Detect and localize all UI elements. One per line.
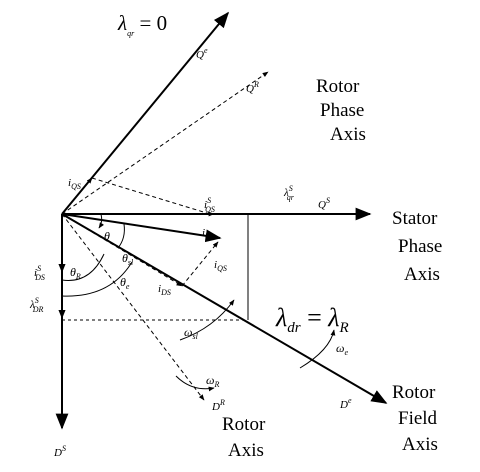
dr-label: DR xyxy=(211,398,225,413)
svg-text:Axis: Axis xyxy=(330,124,366,145)
qe-axis-line xyxy=(61,11,230,215)
svg-text:Phase: Phase xyxy=(398,236,442,257)
stator-phase-axis-title: Stator Phase Axis xyxy=(392,208,442,285)
dr-axis-line xyxy=(61,213,205,401)
omega-sl-label: ωsl xyxy=(184,325,199,341)
ids-projection-line xyxy=(61,213,183,287)
rotor-phase-axis-title: Rotor Phase Axis xyxy=(316,76,366,145)
iqs-right-label: iQS xyxy=(214,259,227,273)
svg-text:Stator: Stator xyxy=(392,208,438,229)
de-label: De xyxy=(339,396,352,411)
lambda-dr-equation: λdr = λR xyxy=(275,303,349,336)
qs-label: QS xyxy=(318,196,330,211)
omega-r-label: ωR xyxy=(206,373,219,389)
svg-text:Rotor: Rotor xyxy=(222,414,266,435)
svg-text:Rotor: Rotor xyxy=(316,76,360,97)
theta-e-label: θe xyxy=(120,275,130,291)
ds-label: DS xyxy=(53,444,66,459)
omega-sl-arc xyxy=(179,299,235,341)
theta-r-arc xyxy=(61,253,105,281)
theta-e-arc xyxy=(61,261,133,297)
qr-axis-line xyxy=(61,71,269,215)
iqs-to-qs-dashed xyxy=(91,177,211,215)
svg-text:Axis: Axis xyxy=(404,264,440,285)
theta-arc xyxy=(98,213,104,229)
svg-text:Axis: Axis xyxy=(402,434,438,455)
rotor-axis-title: Rotor Axis xyxy=(222,414,266,461)
iqs-left-label: iQS xyxy=(68,177,81,191)
qr-label: QR xyxy=(246,80,259,95)
omega-r-arc xyxy=(175,375,215,392)
theta-sl-arc xyxy=(117,223,125,249)
is-vector-line xyxy=(61,213,222,243)
theta-sl-label: θsl xyxy=(122,251,134,267)
omega-e-arc xyxy=(299,329,336,369)
lambda-qr-equation: λqr = 0 xyxy=(117,11,167,38)
rotor-field-axis-title: Rotor Field Axis xyxy=(392,382,438,455)
de-axis-line xyxy=(61,213,388,404)
svg-text:Rotor: Rotor xyxy=(392,382,436,403)
svg-text:Phase: Phase xyxy=(320,100,364,121)
is-label: iS xyxy=(202,227,209,241)
qe-label: Qe xyxy=(196,46,208,61)
omega-e-label: ωe xyxy=(336,341,348,357)
theta-label: θ xyxy=(104,229,110,243)
ids-label: iDS xyxy=(158,283,171,297)
svg-text:Axis: Axis xyxy=(228,440,264,461)
theta-r-label: θR xyxy=(70,265,81,281)
iqs-projection-line xyxy=(181,241,219,287)
svg-text:Field: Field xyxy=(398,408,438,429)
iqs-component-left xyxy=(61,177,93,215)
